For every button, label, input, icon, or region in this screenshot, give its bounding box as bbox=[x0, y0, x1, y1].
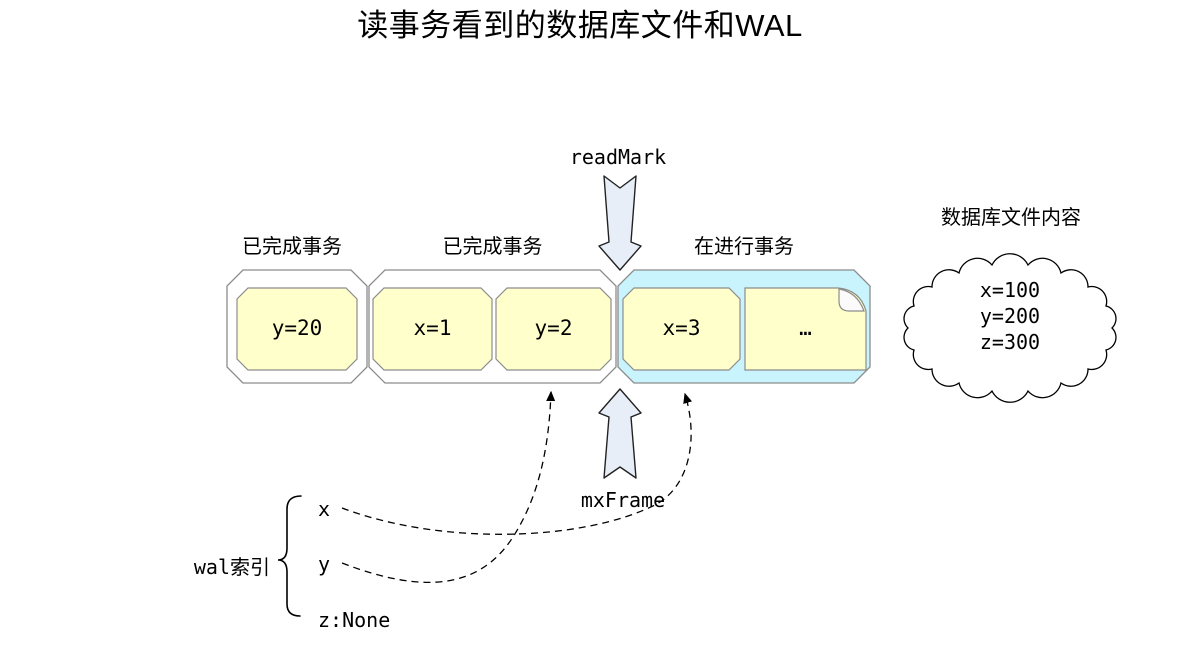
db-file-line-x: x=100 bbox=[979, 278, 1041, 302]
dashed-pointer-y bbox=[341, 390, 556, 584]
group-label-in-progress: 在进行事务 bbox=[694, 236, 794, 258]
frame-value-ellipsis: … bbox=[799, 316, 812, 340]
mxframe-arrow-icon bbox=[598, 388, 642, 479]
dashed-pointer-x bbox=[341, 392, 692, 535]
frame-shape-x3 bbox=[622, 287, 741, 371]
frame-value-x1: x=1 bbox=[413, 316, 452, 340]
db-file-line-z: z=300 bbox=[979, 330, 1041, 354]
db-file-contents: x=100 y=200 z=300 bbox=[910, 277, 1110, 355]
frame-shape-y20 bbox=[236, 287, 358, 371]
readmark-label: readMark bbox=[569, 145, 667, 169]
mxframe-label: mxFrame bbox=[580, 488, 666, 512]
readmark-arrow-icon bbox=[598, 175, 642, 271]
brace-icon bbox=[277, 495, 302, 617]
wal-index-label: wal索引 bbox=[193, 555, 270, 579]
page-shape bbox=[744, 287, 867, 371]
frame-value-x3: x=3 bbox=[662, 316, 701, 340]
wal-index-entry-x: x bbox=[318, 497, 331, 521]
frame-shape-y2 bbox=[495, 287, 612, 371]
wal-index-entry-z: z:None bbox=[318, 608, 391, 632]
page-title: 读事务看到的数据库文件和WAL bbox=[357, 8, 803, 43]
db-file-label: 数据库文件内容 bbox=[941, 207, 1081, 229]
db-file-line-y: y=200 bbox=[979, 304, 1041, 328]
group-label-completed-2: 已完成事务 bbox=[442, 236, 543, 258]
page-fold-icon bbox=[838, 288, 865, 312]
db-file-cloud bbox=[903, 253, 1117, 403]
frame-value-y20: y=20 bbox=[271, 316, 323, 340]
wal-index-entry-y: y bbox=[318, 552, 331, 576]
group-label-completed-1: 已完成事务 bbox=[242, 236, 342, 258]
frame-shape-x1 bbox=[372, 287, 493, 371]
frame-value-y2: y=2 bbox=[534, 316, 573, 340]
